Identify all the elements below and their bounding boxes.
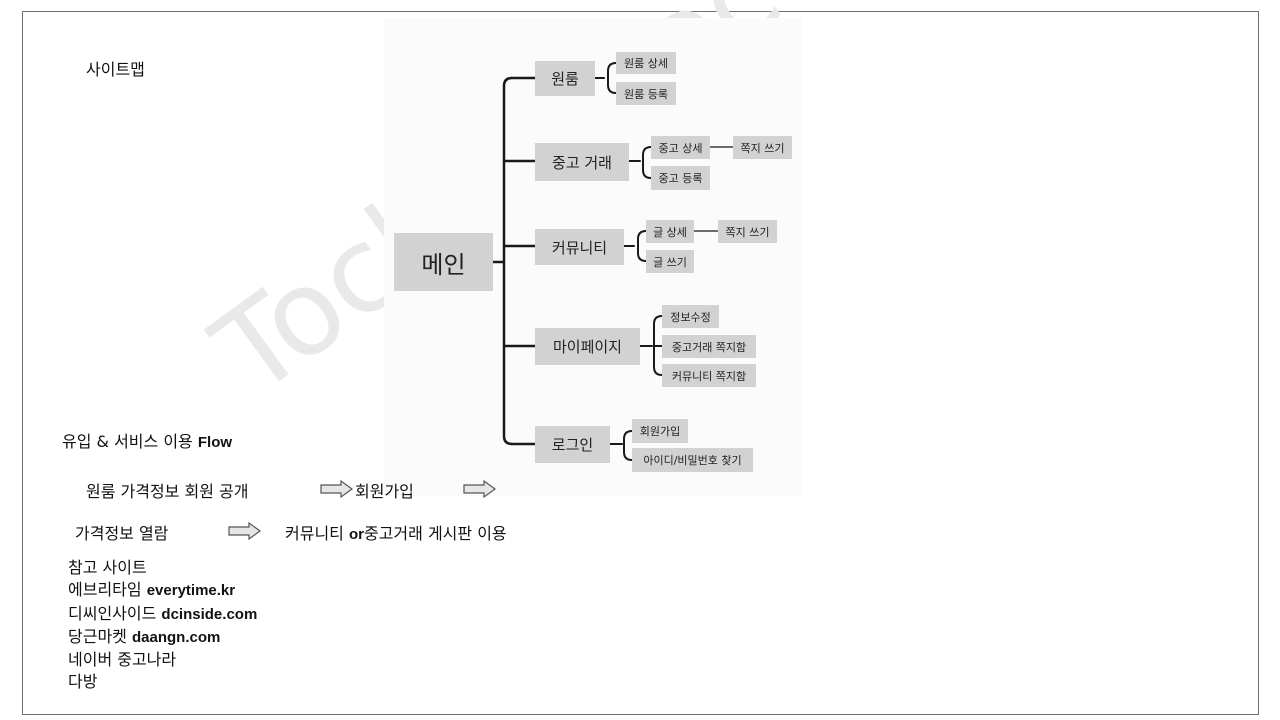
reference-title: 참고 사이트 [68, 558, 147, 577]
reference-sites: 참고 사이트 에브리타임 everytime.kr 디씨인사이드 dcinsid… [68, 557, 257, 694]
flow-arrow-icon [320, 479, 354, 499]
node-community-inbox: 커뮤니티 쪽지함 [662, 364, 756, 387]
reference-name: 에브리타임 [68, 580, 142, 600]
node-post-write: 글 쓰기 [646, 250, 694, 273]
connector-junggo-children [642, 146, 652, 179]
node-post-detail: 글 상세 [646, 220, 694, 243]
reference-url: daangn.com [131, 628, 221, 646]
flow-arrow-icon [228, 521, 262, 541]
connector-trunk [502, 76, 514, 446]
node-junggo-inbox: 중고거래 쪽지함 [662, 335, 756, 358]
flow-step-oneroom-price: 원룸 가격정보 회원 공개 [86, 482, 249, 501]
node-junggo: 중고 거래 [535, 143, 629, 181]
flow-step-boards: 커뮤니티 or중고거래 게시판 이용 [285, 520, 507, 544]
flow-title-ko: 유입 & 서비스 이용 [62, 432, 193, 451]
node-junggo-message: 쪽지 쓰기 [733, 136, 792, 159]
node-oneroom-detail: 원룸 상세 [616, 52, 676, 74]
reference-name: 네이버 중고나라 [68, 650, 177, 670]
node-oneroom-register: 원룸 등록 [616, 82, 676, 105]
node-oneroom: 원룸 [535, 61, 595, 96]
reference-name: 다방 [68, 672, 98, 692]
reference-item: 네이버 중고나라 [68, 649, 257, 671]
connector-oneroom-children [607, 62, 617, 94]
flow-title: 유입 & 서비스 이용 Flow [62, 428, 232, 452]
node-community-message: 쪽지 쓰기 [718, 220, 777, 243]
reference-url: everytime.kr [146, 582, 236, 600]
node-login: 로그인 [535, 426, 610, 463]
flow-title-en: Flow [197, 434, 233, 451]
flow-or: or [348, 526, 364, 543]
reference-item: 디씨인사이드 dcinside.com [68, 603, 257, 626]
flow-step-signup: 회원가입 [355, 482, 414, 501]
flow-junggo-board: 중고거래 게시판 이용 [363, 524, 507, 543]
node-find-account: 아이디/비밀번호 찾기 [632, 448, 753, 472]
flow-arrow-icon [463, 479, 497, 499]
reference-name: 당근마켓 [68, 626, 127, 646]
connector-login-children [623, 430, 633, 461]
flow-step-view-price: 가격정보 열람 [75, 524, 169, 543]
connector-community-children [637, 230, 647, 262]
reference-name: 디씨인사이드 [68, 603, 157, 623]
node-junggo-detail: 중고 상세 [651, 136, 710, 159]
node-mypage: 마이페이지 [535, 328, 640, 365]
node-junggo-register: 중고 등록 [651, 166, 710, 190]
reference-item: 다방 [68, 671, 257, 693]
reference-url: dcinside.com [161, 605, 258, 623]
reference-item: 에브리타임 everytime.kr [68, 579, 257, 602]
node-edit-info: 정보수정 [662, 305, 719, 328]
reference-item: 당근마켓 daangn.com [68, 626, 257, 649]
node-community: 커뮤니티 [535, 229, 624, 265]
node-main: 메인 [394, 233, 493, 291]
node-signup: 회원가입 [632, 419, 688, 443]
sitemap-title: 사이트맵 [86, 60, 145, 79]
slide-frame [22, 11, 1259, 715]
flow-community: 커뮤니티 [285, 524, 344, 543]
